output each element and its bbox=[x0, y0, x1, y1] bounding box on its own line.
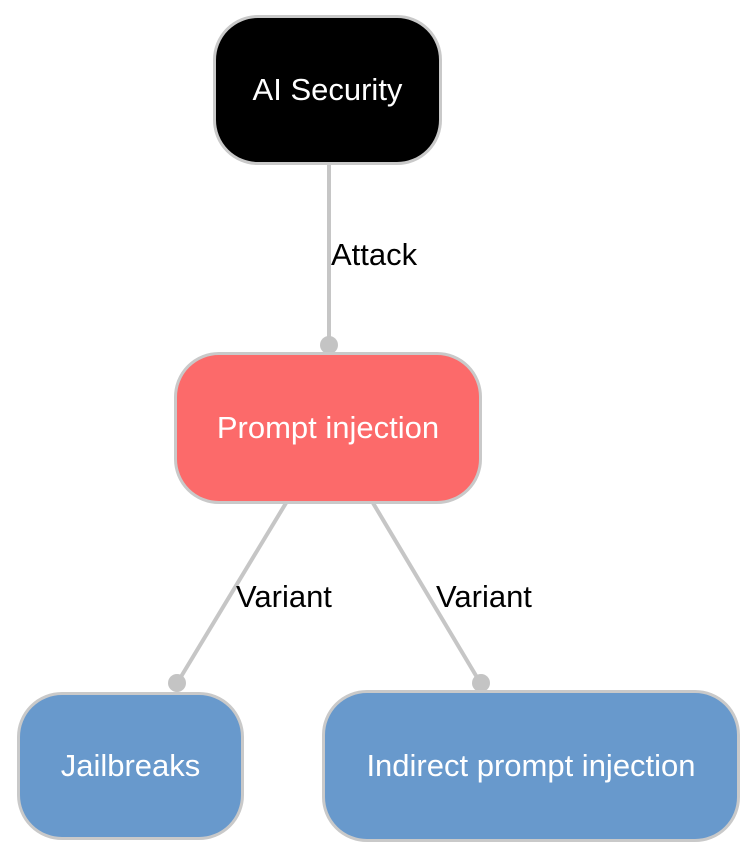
node-jailbreaks[interactable]: Jailbreaks bbox=[17, 692, 244, 840]
edge-label-variant-left: Variant bbox=[236, 579, 332, 614]
node-indirect-prompt-injection[interactable]: Indirect prompt injection bbox=[322, 690, 740, 842]
node-indirect-prompt-injection-label: Indirect prompt injection bbox=[366, 748, 696, 784]
node-jailbreaks-label: Jailbreaks bbox=[60, 748, 201, 784]
edge-label-variant-right: Variant bbox=[436, 579, 532, 614]
node-ai-security-label: AI Security bbox=[252, 72, 403, 108]
edge-variant-left-arrow-dot bbox=[168, 674, 186, 692]
node-prompt-injection[interactable]: Prompt injection bbox=[174, 352, 482, 504]
edge-label-attack: Attack bbox=[331, 237, 418, 272]
node-prompt-injection-label: Prompt injection bbox=[216, 410, 440, 446]
node-ai-security[interactable]: AI Security bbox=[213, 15, 442, 165]
